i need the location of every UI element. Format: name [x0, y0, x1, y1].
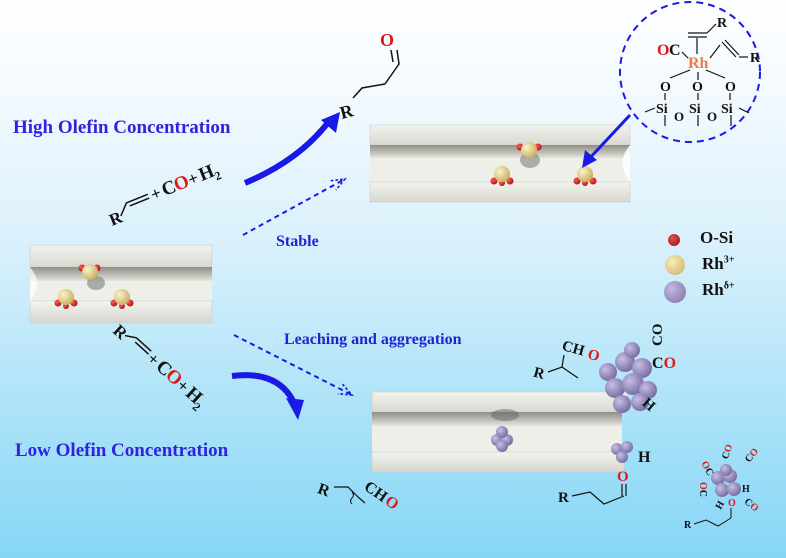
rh3-site — [54, 289, 78, 309]
silicon-atom: Si — [721, 102, 733, 117]
legend-label-sup: δ+ — [723, 280, 735, 292]
r-group: R — [684, 520, 692, 531]
co-ligand: CO — [743, 446, 761, 465]
bridging-oxygen: O — [674, 109, 684, 124]
legend-label: O-Si — [700, 228, 734, 247]
rh-delta-cluster-in-tube — [491, 426, 513, 452]
rh3-site — [516, 142, 542, 158]
inset-pointer-arrow — [586, 113, 632, 162]
upper-reaction-arrowhead — [321, 112, 340, 133]
leaching-support-tube — [371, 391, 628, 473]
olefin-double-bond — [134, 341, 150, 355]
rh3-site — [110, 289, 134, 309]
carbonyl-oxygen: O — [617, 469, 629, 485]
rh-delta-detached-aggregate — [711, 464, 741, 497]
hydride-ligand: H — [714, 499, 728, 511]
legend-label-text: Rh — [702, 280, 724, 299]
aldehyde-chain — [352, 49, 400, 99]
subscript-2: 2 — [212, 168, 223, 183]
linear-aldehyde-product: R O — [338, 30, 400, 123]
co-oxygen: O — [657, 42, 669, 59]
olefin-bond — [124, 334, 152, 352]
carbonyl-double-bond — [390, 49, 394, 63]
stable-dashed-arrow — [242, 179, 345, 236]
oxygen-ligand: O — [692, 80, 703, 95]
high-olefin-concentration-label: High Olefin Concentration — [13, 117, 231, 138]
oxygen-ligand: O — [725, 80, 736, 95]
r-group: R — [532, 365, 547, 383]
olefin-bond — [120, 193, 149, 217]
co-ligand: OC — [697, 482, 708, 497]
rh3-sphere-icon — [665, 255, 685, 275]
r-group: R — [109, 321, 131, 344]
rhdelta-sphere-icon — [664, 281, 686, 303]
lower-reaction-arrowhead — [286, 398, 304, 420]
bridging-oxygen: O — [707, 109, 717, 124]
branched-aldehyde-product: R CH O — [532, 338, 602, 383]
inset-dashed-circle — [619, 1, 761, 143]
bound-linear-aldehyde: O R — [558, 469, 629, 506]
co-ligand: CO — [742, 496, 761, 514]
rh-complex-inset: O C Rh R R O O O Si Si Si O O — [619, 1, 761, 143]
inset-pointer-arrowhead — [582, 150, 597, 168]
carbonyl-oxygen: O — [728, 498, 736, 509]
stable-support-tube — [369, 124, 631, 203]
co-ligand: CO — [650, 324, 666, 347]
upper-reactants: R + C O + H 2 — [106, 161, 223, 230]
low-olefin-concentration-label: Low Olefin Concentration — [15, 440, 229, 461]
r-group: R — [338, 100, 357, 123]
leaching-dashed-arrow — [233, 334, 352, 395]
legend-label: Rh3+ — [702, 254, 734, 274]
carbonyl-oxygen: O — [380, 30, 394, 50]
co-ligand: CO — [652, 355, 676, 372]
ch-group: CH — [560, 338, 586, 359]
silicon-atom: Si — [656, 102, 668, 117]
oxygen-letter: O — [171, 171, 193, 196]
hydride-ligand: H — [638, 449, 651, 466]
co-ligand: CO — [720, 443, 736, 461]
stable-tube-rh3-sites — [490, 142, 597, 186]
legend-label-sup: 3+ — [723, 254, 735, 266]
co-ligand: OC — [698, 459, 715, 478]
r-group: R — [750, 51, 761, 66]
rh3-site — [490, 166, 514, 186]
rh3-site — [78, 264, 101, 280]
legend-label: Rhδ+ — [702, 280, 735, 300]
oxygen-ligand: O — [660, 80, 671, 95]
rh3-site — [573, 166, 597, 186]
aldehyde-oxygen: O — [586, 347, 601, 365]
hydride-ligand: H — [742, 484, 750, 495]
olefin-double-bond — [129, 197, 150, 207]
r-group: R — [717, 16, 728, 31]
r-group: R — [558, 490, 569, 506]
left-support-tube — [29, 244, 213, 324]
lower-reaction-arrow — [231, 372, 298, 407]
rh-delta-cluster-edge — [611, 441, 633, 463]
co-carbon: C — [669, 42, 681, 59]
r-group: R — [315, 480, 332, 500]
rh-delta-large-aggregate — [599, 342, 657, 413]
mixed-aldehyde-product: R CH O — [315, 478, 401, 514]
o-si-sphere-icon — [668, 234, 680, 246]
legend-label-text: Rh — [702, 254, 724, 273]
leaching-aggregation-label: Leaching and aggregation — [284, 331, 462, 348]
upper-reaction-arrow — [243, 118, 333, 186]
silicon-atom: Si — [689, 102, 701, 117]
left-tube-rh3-sites — [54, 264, 134, 309]
stable-label: Stable — [276, 233, 319, 250]
lower-reactants: R + C O + H 2 — [109, 321, 206, 414]
rh-metal-center: Rh — [688, 55, 709, 72]
